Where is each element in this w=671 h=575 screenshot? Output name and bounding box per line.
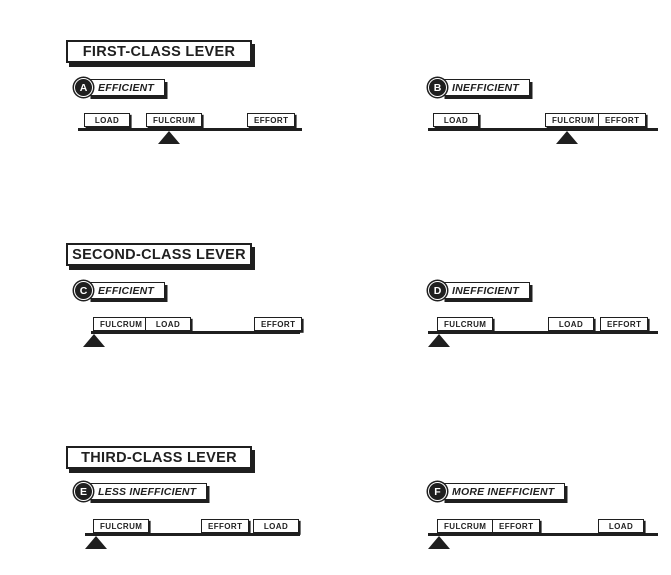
- efficiency-tag-text: MORE INEFFICIENT: [452, 485, 555, 498]
- panel-badge-a: A EFFICIENT: [74, 77, 166, 98]
- panel-letter: C: [79, 284, 88, 297]
- efficiency-tag-text: LESS INEFFICIENT: [98, 485, 197, 498]
- fulcrum-triangle-icon: [83, 334, 105, 347]
- efficiency-tag-text: EFFICIENT: [98, 284, 155, 297]
- lever-label-load: LOAD: [84, 113, 130, 127]
- panel-letter-badge: B: [428, 78, 447, 97]
- panel-badge-f: F MORE INEFFICIENT: [428, 481, 566, 502]
- lever-label-load: LOAD: [253, 519, 299, 533]
- lever-label-effort: EFFORT: [254, 317, 303, 331]
- lever-label-fulcrum: FULCRUM: [146, 113, 203, 127]
- lever-label-fulcrum: FULCRUM: [437, 519, 494, 533]
- fulcrum-triangle-icon: [428, 536, 450, 549]
- panel-badge-d: D INEFFICIENT: [428, 280, 530, 301]
- lever-label-load: LOAD: [598, 519, 644, 533]
- efficiency-tag-text: INEFFICIENT: [452, 284, 519, 297]
- lever-beam: [78, 128, 302, 131]
- lever-beam: [85, 533, 300, 536]
- lever-beam: [91, 331, 300, 334]
- lever-beam: [428, 533, 658, 536]
- panel-badge-e: E LESS INEFFICIENT: [74, 481, 208, 502]
- panel-letter-badge: E: [74, 482, 93, 501]
- fulcrum-triangle-icon: [158, 131, 180, 144]
- panel-badge-c: C EFFICIENT: [74, 280, 166, 301]
- efficiency-tag-text: EFFICIENT: [98, 81, 155, 94]
- section-title-text: THIRD-CLASS LEVER: [81, 449, 237, 466]
- section-title-text: SECOND-CLASS LEVER: [72, 246, 246, 263]
- lever-beam: [428, 331, 658, 334]
- lever-label-effort: EFFORT: [247, 113, 296, 127]
- efficiency-tag: INEFFICIENT: [442, 282, 530, 299]
- lever-label-load: LOAD: [145, 317, 191, 331]
- efficiency-tag: EFFICIENT: [88, 282, 166, 299]
- lever-label-fulcrum: FULCRUM: [93, 317, 150, 331]
- lever-label-fulcrum: FULCRUM: [93, 519, 150, 533]
- panel-letter: F: [434, 485, 441, 498]
- fulcrum-triangle-icon: [85, 536, 107, 549]
- section-title-second-class: SECOND-CLASS LEVER: [66, 243, 252, 266]
- panel-letter: D: [433, 284, 442, 297]
- panel-letter: B: [433, 81, 442, 94]
- section-title-first-class: FIRST-CLASS LEVER: [66, 40, 252, 63]
- efficiency-tag: EFFICIENT: [88, 79, 166, 96]
- panel-letter: A: [79, 81, 88, 94]
- lever-label-load: LOAD: [433, 113, 479, 127]
- lever-label-fulcrum: FULCRUM: [545, 113, 602, 127]
- section-title-third-class: THIRD-CLASS LEVER: [66, 446, 252, 469]
- lever-label-load: LOAD: [548, 317, 594, 331]
- fulcrum-triangle-icon: [428, 334, 450, 347]
- panel-letter-badge: D: [428, 281, 447, 300]
- section-title-text: FIRST-CLASS LEVER: [82, 43, 236, 60]
- lever-beam: [428, 128, 658, 131]
- panel-letter-badge: C: [74, 281, 93, 300]
- efficiency-tag: MORE INEFFICIENT: [442, 483, 566, 500]
- efficiency-tag-text: INEFFICIENT: [452, 81, 519, 94]
- efficiency-tag: INEFFICIENT: [442, 79, 530, 96]
- lever-label-fulcrum: FULCRUM: [437, 317, 494, 331]
- lever-label-effort: EFFORT: [600, 317, 649, 331]
- panel-badge-b: B INEFFICIENT: [428, 77, 530, 98]
- lever-label-effort: EFFORT: [201, 519, 250, 533]
- lever-label-effort: EFFORT: [598, 113, 647, 127]
- panel-letter-badge: F: [428, 482, 447, 501]
- efficiency-tag: LESS INEFFICIENT: [88, 483, 208, 500]
- panel-letter-badge: A: [74, 78, 93, 97]
- lever-label-effort: EFFORT: [492, 519, 541, 533]
- fulcrum-triangle-icon: [556, 131, 578, 144]
- panel-letter: E: [79, 485, 87, 498]
